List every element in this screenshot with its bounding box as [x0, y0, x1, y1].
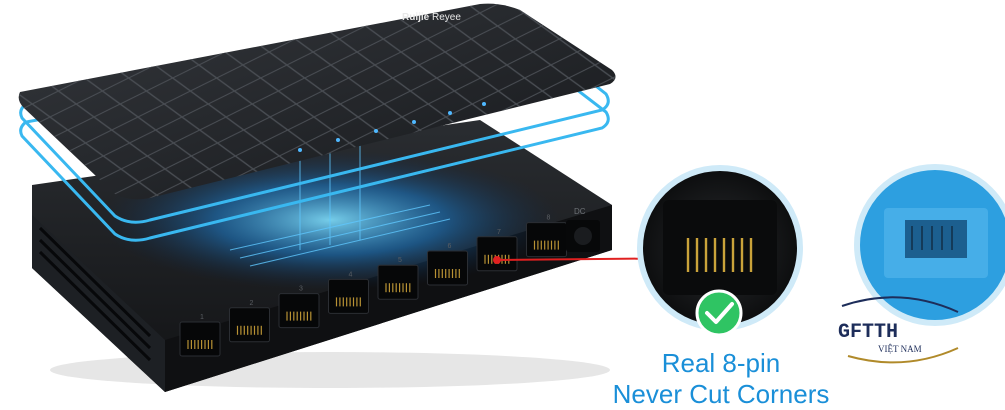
ethernet-port: 5 — [377, 257, 419, 300]
port-number: 7 — [497, 229, 501, 236]
ethernet-port: 7 — [476, 229, 518, 272]
port-number: 3 — [299, 286, 303, 293]
port-number: 4 — [349, 271, 353, 278]
caption-line-1: Real 8-pin — [661, 348, 781, 378]
ethernet-port: 2 — [229, 300, 270, 343]
ethernet-ports: 1 2 3 4 5 6 7 8 — [179, 215, 567, 357]
zoom-competitor-connector — [854, 164, 1005, 326]
brand-logo: Ruijie Reyee — [402, 12, 461, 23]
gftth-watermark: GFTTH VIỆT NAM — [838, 296, 959, 364]
caption-line-2: Never Cut Corners — [612, 379, 830, 409]
port-number: 6 — [448, 243, 452, 250]
ethernet-port: 3 — [278, 286, 320, 329]
port-number: 8 — [547, 215, 551, 222]
dc-label: DC — [574, 207, 586, 216]
port-number: 5 — [398, 257, 402, 264]
ethernet-port: 8 — [526, 215, 567, 258]
side-vents — [38, 226, 152, 362]
port-number: 2 — [250, 300, 254, 307]
ethernet-port: 1 — [179, 314, 221, 357]
status-leds — [298, 102, 486, 152]
svg-text:GFTTH: GFTTH — [838, 321, 898, 344]
zoom-8pin-connector — [637, 165, 803, 337]
caption: Real 8-pin Never Cut Corners — [596, 348, 846, 410]
circuit-traces — [229, 145, 451, 267]
port-number: 1 — [200, 314, 204, 321]
ethernet-port: 6 — [427, 243, 468, 286]
checkmark — [705, 302, 734, 324]
ethernet-port: 4 — [328, 271, 369, 314]
check-icon — [695, 289, 743, 337]
dc-power-jack: DC — [566, 207, 600, 252]
svg-text:VIỆT NAM: VIỆT NAM — [878, 344, 922, 354]
